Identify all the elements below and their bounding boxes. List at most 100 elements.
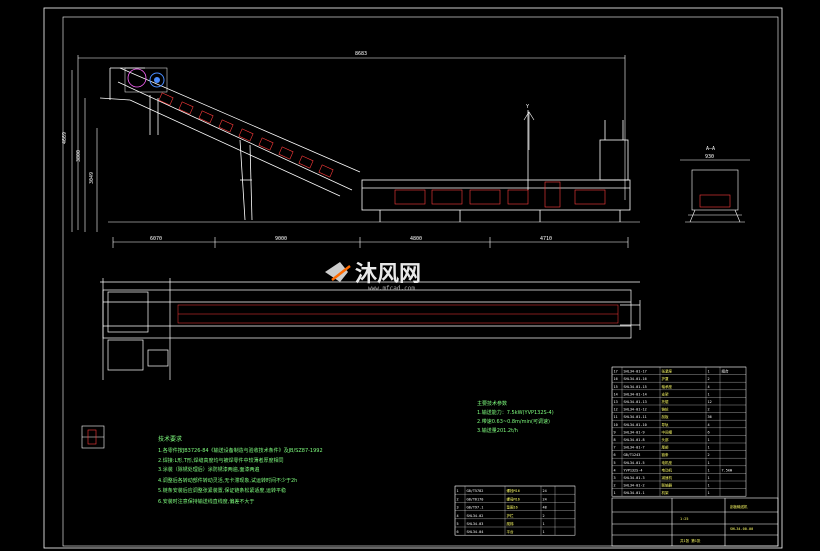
bom-cell: 14	[614, 392, 618, 396]
outer-frame	[43, 7, 783, 549]
bom-cell: 2	[708, 408, 710, 412]
lower-cell: 24	[543, 497, 547, 501]
bom-cell: 链轮	[662, 407, 670, 412]
bom-cell: 1	[708, 484, 710, 488]
bom-cell: 13	[614, 400, 618, 404]
bom-cell: SHL34-01-15	[624, 385, 647, 389]
bom-cell: 2	[708, 377, 710, 381]
inner-frame	[62, 16, 779, 547]
motor-icon	[149, 72, 165, 88]
bom-cell: 6	[708, 430, 710, 434]
watermark-sub: www.mfcad.com	[368, 285, 415, 292]
view-direction-arrow	[523, 111, 535, 150]
bom-cell: 尾部	[662, 445, 670, 450]
drawing-no: SHL34-00-00	[730, 527, 753, 531]
note-2: 2.焊接:L形,T形,焊缝高度均与被焊零件中较薄者厚度相同	[158, 457, 283, 464]
bom-cell: 1	[708, 491, 710, 495]
bom-cell: SHL34-01-9	[624, 430, 645, 434]
lower-cell: SHL34-03	[467, 522, 484, 526]
bom-cell: 1	[614, 491, 616, 495]
lower-cell: 爬梯	[507, 521, 515, 526]
bom-cell: 轴承座	[662, 384, 673, 389]
dim-overall-height: 4669	[62, 132, 68, 144]
dim-height-3: 3049	[89, 172, 95, 184]
lower-cell: 24	[543, 489, 547, 493]
bom-cell: 头部	[662, 437, 670, 442]
note-5: 5.链条安装后应调整张紧装置,保证链条松紧适度,运转平稳	[158, 487, 286, 494]
watermark-text: 沐风网	[355, 262, 421, 287]
bom-cell: 2	[708, 453, 710, 457]
watermark-logo	[325, 262, 351, 282]
inclined-conveyor	[99, 67, 361, 221]
bom-cell: 链条	[662, 452, 670, 457]
bom-cell: 电机座	[662, 460, 673, 465]
bom-cell: 3	[614, 476, 616, 480]
bom-cell: 组合	[722, 369, 730, 374]
tech-title: 主要技术参数	[477, 400, 507, 407]
lower-cell: GB/T97.1	[467, 506, 484, 510]
bom-cell: SHL34-01-5	[624, 461, 645, 465]
bom-cell: 1	[708, 370, 710, 374]
lower-cell: 6	[457, 530, 459, 534]
lower-cell: SHL34-02	[467, 514, 484, 518]
plan-scraper-band	[177, 304, 619, 324]
lower-cell: 2	[457, 497, 459, 501]
lower-cell: 2	[543, 514, 545, 518]
dim-seg-1: 6070	[150, 236, 162, 242]
dim-overall-length: 8683	[355, 51, 367, 57]
bom-cell: GB/T1243	[624, 453, 641, 457]
bom-cell: 12	[708, 400, 712, 404]
note-1: 1.各零件按JB3726-84《输送设备制造与验收技术条件》及JB/SZ87-1…	[158, 447, 323, 454]
bom-cell: 1	[708, 476, 710, 480]
dim-seg-4: 4710	[540, 236, 552, 242]
bom-cell: SHL34-01-7	[624, 446, 645, 450]
horizontal-conveyor	[361, 110, 631, 222]
title-block	[611, 497, 779, 547]
dim-section-width: 930	[705, 154, 714, 160]
bom-cell: 联轴器	[662, 483, 673, 488]
dim-seg-3: 4800	[410, 236, 422, 242]
section-view	[680, 159, 750, 223]
bom-cell: 1	[708, 461, 710, 465]
bom-cell: SHL34-01-10	[624, 423, 647, 427]
horizontal-scraper-sections	[394, 181, 606, 208]
bom-cell: 中间槽	[662, 429, 673, 434]
section-label: A—A	[706, 146, 715, 152]
bom-cell: 电动机	[662, 467, 673, 472]
bom-cell: SHL34-01-17	[624, 370, 647, 374]
bom-cell: SHL34-01-13	[624, 400, 647, 404]
bom-cell: 导轨	[662, 422, 670, 427]
bom-cell: 机架	[662, 490, 670, 495]
inclined-scraper-sections	[158, 92, 334, 178]
bom-cell: SHL34-01-3	[624, 476, 645, 480]
bom-cell: 17	[614, 370, 618, 374]
bom-cell: 9	[614, 430, 616, 434]
bom-cell: 1	[708, 446, 710, 450]
bom-cell: 12	[614, 408, 618, 412]
bom-cell: 1	[708, 438, 710, 442]
bom-cell: 托辊	[662, 399, 670, 404]
bom-cell: 张紧座	[662, 369, 673, 374]
bom-cell: YVP132S-4	[624, 468, 643, 472]
bom-cell: 10	[614, 423, 618, 427]
note-4: 4.调整后各转动部件转动灵活,无卡滞现象,试运转时间不少于2h	[158, 477, 297, 484]
lower-cell: 螺母M16	[507, 496, 520, 501]
lower-cell: 螺栓M16	[507, 488, 520, 493]
bom-cell: 7	[614, 446, 616, 450]
lower-cell: 1	[457, 489, 459, 493]
bom-cell: 7.5kW	[722, 468, 733, 472]
note-3: 3.涂装（除锈处理后）涂防锈漆两遍,面漆两遍	[158, 466, 259, 473]
bom-cell: 4	[614, 468, 616, 472]
bom-cell: 护罩	[662, 376, 670, 381]
drawing-name: 刮板输送机	[730, 504, 748, 509]
elevation-view	[71, 55, 640, 248]
tech-item-1: 1.输送能力：7.5kW(YVP132S-4)	[477, 409, 554, 416]
drive-sprocket-icon	[127, 68, 147, 88]
detail-view	[81, 425, 105, 449]
bom-cell: 5	[614, 461, 616, 465]
bom-cell: 15	[614, 385, 618, 389]
bom-cell: 4	[708, 385, 710, 389]
head-drive-unit	[124, 67, 168, 93]
